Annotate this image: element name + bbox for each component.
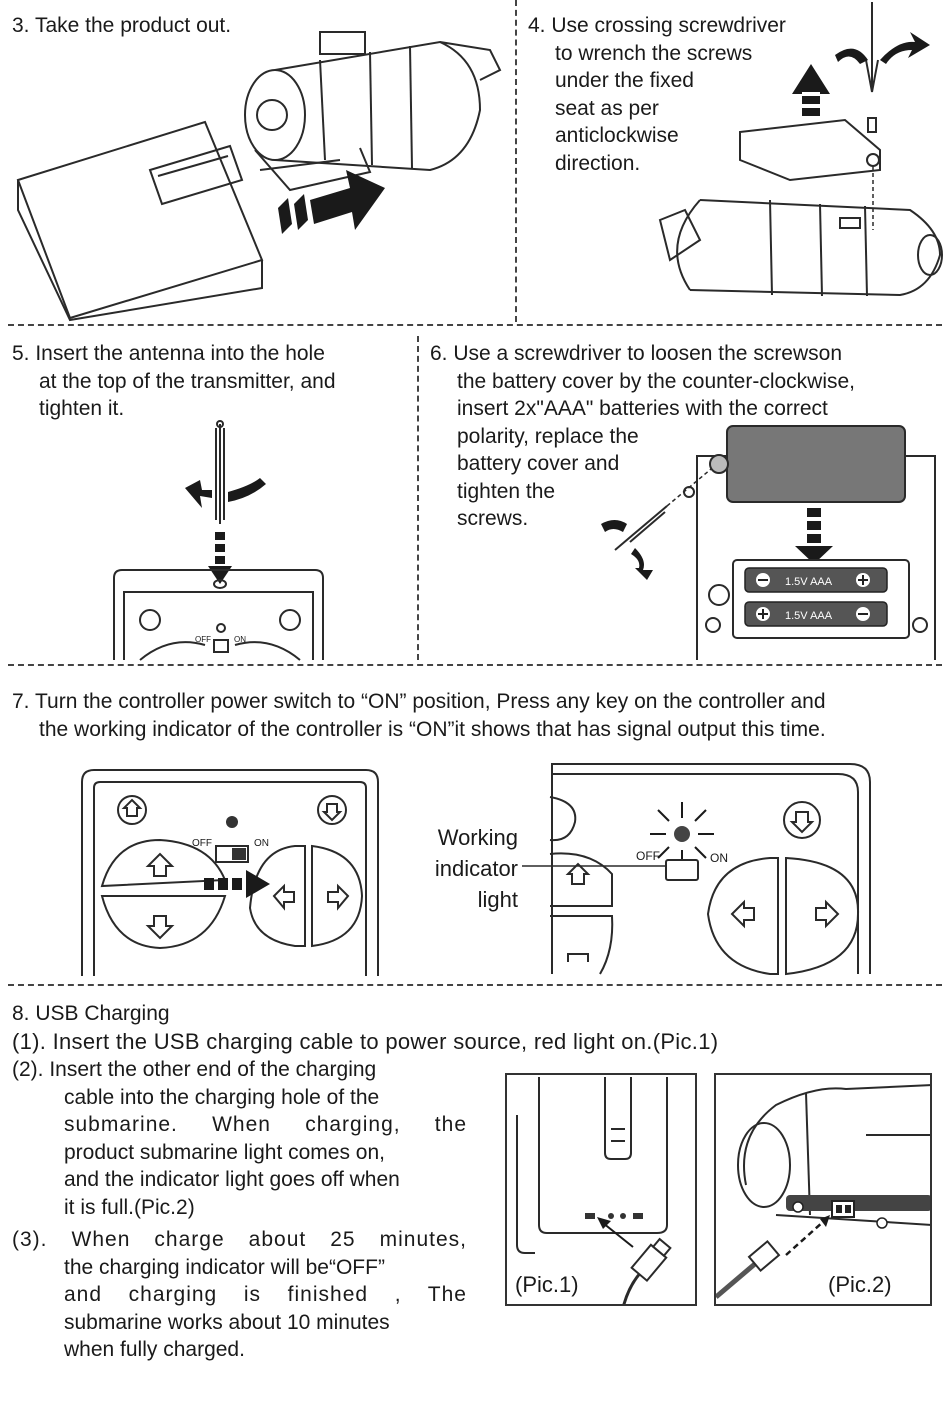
step5-illustration: OFF ON [113, 420, 324, 661]
step6-illustration: 1.5V AAA 1.5V AAA [601, 425, 936, 660]
step3-text: 3. Take the product out. [12, 14, 232, 37]
step8-item3: (3). When charge about 25 minutes, the c… [12, 1228, 467, 1361]
pic1-frame: (Pic.1) [505, 1073, 697, 1306]
step6-text: 6. Use a screwdriver to loosen the screw… [430, 342, 856, 530]
right-on-label: ON [710, 851, 728, 865]
pic1-caption: (Pic.1) [515, 1272, 579, 1297]
divider-step3-step4 [515, 0, 517, 322]
step4-text: 4. Use crossing screwdriver to wrench th… [528, 14, 786, 175]
step7-controller-left: OFF ON [81, 769, 379, 976]
pic2-frame: (Pic.2) [714, 1073, 932, 1306]
battery-label-2: 1.5V AAA [785, 610, 833, 622]
divider-row3 [8, 984, 942, 986]
divider-row1 [8, 324, 942, 326]
pic2-caption: (Pic.2) [828, 1272, 892, 1297]
left-on-label: ON [254, 838, 269, 849]
pic1-illustration [516, 1077, 672, 1304]
divider-row2 [8, 664, 942, 666]
divider-step5-step6 [417, 336, 419, 660]
step3-illustration [16, 31, 502, 322]
step5-text: 5. Insert the antenna into the hole at t… [12, 342, 336, 420]
battery-label-1: 1.5V AAA [785, 576, 833, 588]
working-indicator-label: Working indicator light [434, 825, 518, 912]
step7-controller-right: OFF ON [522, 763, 871, 976]
step8-title: 8. USB Charging [12, 1002, 170, 1025]
step5-off-label: OFF [195, 635, 211, 644]
step4-illustration [658, 2, 943, 297]
step7-text: 7. Turn the controller power switch to “… [12, 690, 826, 741]
step5-on-label: ON [234, 635, 246, 644]
step8-item2: (2). Insert the other end of the chargin… [12, 1058, 467, 1219]
left-off-label: OFF [192, 838, 212, 849]
right-off-label: OFF [636, 849, 660, 863]
step8-item1: (1). Insert the USB charging cable to po… [12, 1029, 719, 1054]
pic2-illustration [716, 1084, 930, 1299]
